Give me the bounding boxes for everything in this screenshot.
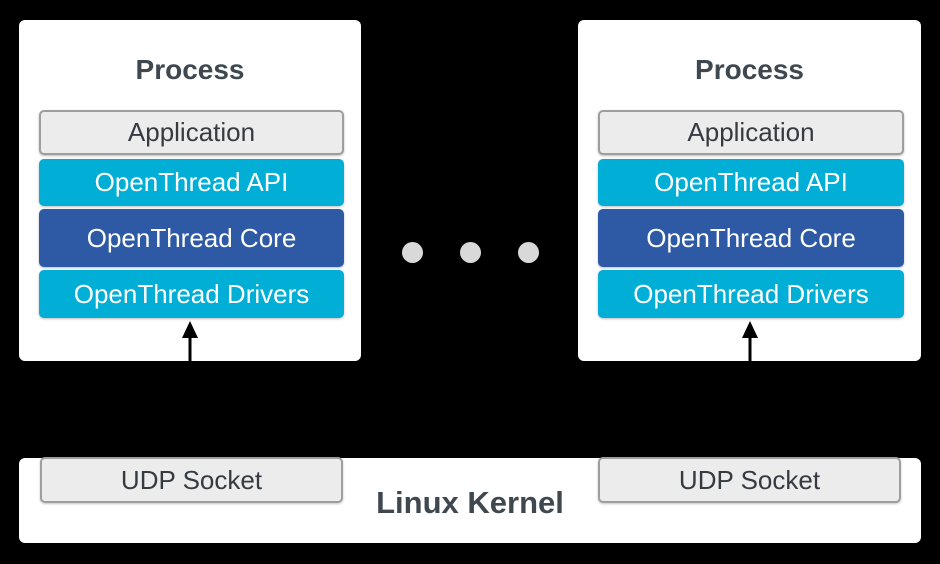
openthread-drivers-layer: OpenThread Drivers: [598, 270, 904, 318]
process-card-right: Process Application OpenThread API OpenT…: [578, 20, 921, 361]
layer-stack: Application OpenThread API OpenThread Co…: [39, 110, 344, 318]
openthread-drivers-layer: OpenThread Drivers: [39, 270, 344, 318]
ellipsis-icon: [402, 242, 539, 263]
arrow-up-icon: [182, 321, 198, 361]
application-layer: Application: [39, 110, 344, 155]
layer-stack: Application OpenThread API OpenThread Co…: [598, 110, 904, 318]
openthread-api-layer: OpenThread API: [598, 159, 904, 206]
arrow-shaft: [188, 335, 192, 361]
openthread-api-layer: OpenThread API: [39, 159, 344, 206]
linux-kernel-bar: UDP Socket Linux Kernel UDP Socket: [19, 457, 921, 543]
udp-socket-right: UDP Socket: [598, 457, 901, 503]
application-layer: Application: [598, 110, 904, 155]
openthread-core-layer: OpenThread Core: [39, 209, 344, 267]
arrow-head: [741, 321, 758, 338]
udp-socket-left: UDP Socket: [40, 457, 343, 503]
ellipsis-dot: [518, 242, 539, 263]
ellipsis-dot: [460, 242, 481, 263]
process-title: Process: [695, 54, 804, 85]
openthread-core-layer: OpenThread Core: [598, 209, 904, 267]
linux-kernel-label: Linux Kernel: [376, 485, 564, 520]
process-title: Process: [135, 54, 245, 85]
ellipsis-dot: [402, 242, 423, 263]
process-card-left: Process Application OpenThread API OpenT…: [19, 20, 361, 361]
arrow-up-icon: [741, 321, 758, 361]
arrow-shaft: [748, 335, 751, 361]
arrow-head: [182, 321, 198, 338]
